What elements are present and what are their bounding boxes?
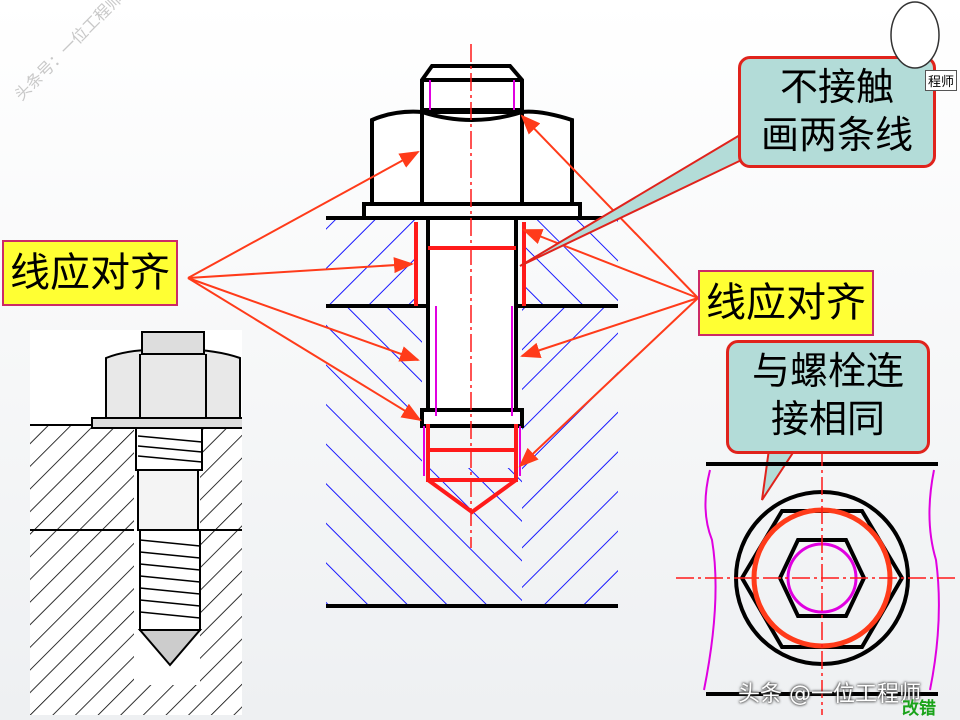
- bottom-right-note: 与螺栓连 接相同: [726, 340, 930, 454]
- top-right-note-line2: 画两条线: [760, 113, 913, 157]
- bottom-right-note-line2: 接相同: [770, 397, 885, 441]
- brand-label: 程师: [925, 70, 958, 91]
- bolt-shank: [420, 216, 524, 428]
- report-link[interactable]: 改错: [902, 699, 936, 719]
- nut: [362, 109, 582, 220]
- top-view: [676, 448, 956, 715]
- top-right-note-line1: 不接触: [779, 65, 894, 109]
- author-watermark: 头条 @一位工程师: [738, 682, 921, 707]
- bottom-right-note-line1: 与螺栓连: [751, 349, 904, 393]
- left-callout: 线应对齐: [2, 240, 178, 306]
- bolt-illustration: [30, 330, 242, 715]
- left-callout-arrows: [187, 151, 422, 422]
- top-right-note: 不接触 画两条线: [738, 56, 936, 168]
- right-callout: 线应对齐: [698, 270, 874, 336]
- bolt-end: [420, 64, 524, 112]
- right-callout-text: 线应对齐: [706, 280, 866, 326]
- brand-seal-icon: [890, 1, 940, 69]
- hole-highlight: [414, 222, 526, 515]
- lower-plate-hatch: [326, 306, 618, 606]
- left-callout-text: 线应对齐: [10, 250, 170, 296]
- right-callout-arrows: [518, 114, 699, 468]
